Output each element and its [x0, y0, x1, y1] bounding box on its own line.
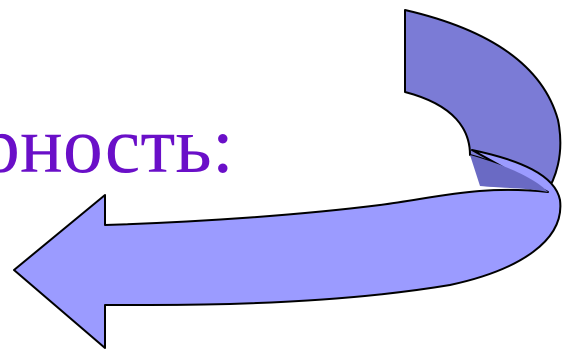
slide-title-text: рность: — [0, 102, 234, 190]
